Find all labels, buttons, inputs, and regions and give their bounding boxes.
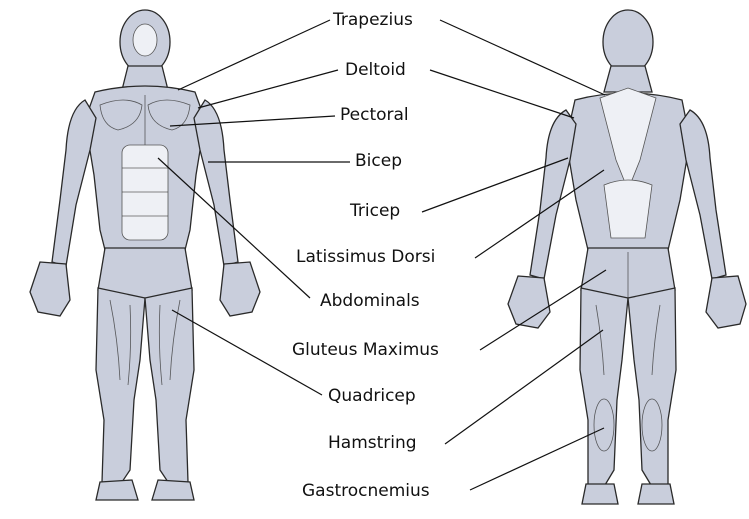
back-figure bbox=[508, 10, 746, 504]
leader-hamstring bbox=[445, 330, 603, 444]
front-figure bbox=[30, 10, 260, 500]
leader-deltoid-front bbox=[198, 70, 338, 108]
leader-trapezius-back bbox=[440, 20, 605, 95]
label-pectoral: Pectoral bbox=[340, 105, 409, 125]
leader-gastrocnemius bbox=[470, 428, 604, 490]
label-bicep: Bicep bbox=[355, 151, 402, 171]
label-trapezius: Trapezius bbox=[333, 10, 413, 30]
leader-trapezius-front bbox=[178, 20, 330, 90]
label-deltoid: Deltoid bbox=[345, 60, 406, 80]
label-abdominals: Abdominals bbox=[320, 291, 420, 311]
label-quadricep: Quadricep bbox=[328, 386, 416, 406]
label-gastrocnemius: Gastrocnemius bbox=[302, 481, 430, 501]
label-hamstring: Hamstring bbox=[328, 433, 417, 453]
label-gluteus-maximus: Gluteus Maximus bbox=[292, 340, 439, 360]
label-tricep: Tricep bbox=[350, 201, 400, 221]
label-latissimus-dorsi: Latissimus Dorsi bbox=[296, 247, 435, 267]
leader-deltoid-back bbox=[430, 70, 574, 118]
